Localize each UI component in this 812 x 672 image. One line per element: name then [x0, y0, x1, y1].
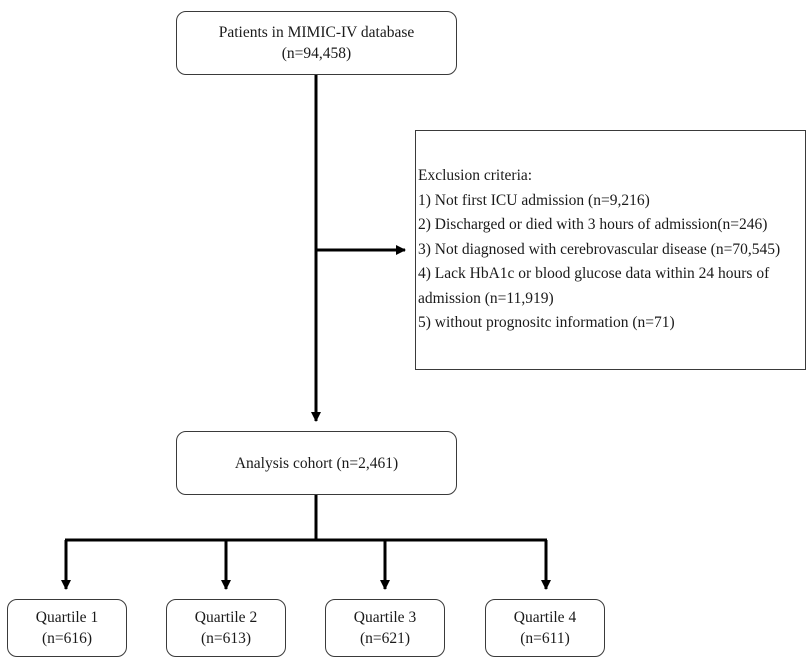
quartile-count: (n=616)	[41, 630, 93, 647]
source-population-box: Patients in MIMIC-IV database (n=94,458)	[176, 11, 457, 75]
exclusion-item: admission (n=11,919)	[418, 289, 554, 307]
quartile-label: Quartile 1	[35, 609, 99, 626]
source-population-label: Patients in MIMIC-IV database	[218, 24, 415, 41]
exclusion-item: 5) without prognositc information (n=71)	[418, 314, 675, 332]
quartile-label: Quartile 2	[194, 609, 258, 626]
quartile-2-box: Quartile 2 (n=613)	[166, 599, 286, 657]
quartile-label: Quartile 3	[353, 609, 417, 626]
exclusion-item: 4) Lack HbA1c or blood glucose data with…	[418, 265, 770, 283]
quartile-1-box: Quartile 1 (n=616)	[7, 599, 127, 657]
quartile-3-box: Quartile 3 (n=621)	[325, 599, 445, 657]
analysis-cohort-box: Analysis cohort (n=2,461)	[176, 431, 457, 495]
exclusion-item: 2) Discharged or died with 3 hours of ad…	[418, 216, 768, 234]
quartile-count: (n=613)	[200, 630, 252, 647]
quartile-count: (n=621)	[359, 630, 411, 647]
exclusion-item: 3) Not diagnosed with cerebrovascular di…	[418, 240, 781, 258]
source-population-count: (n=94,458)	[281, 45, 352, 62]
exclusion-criteria-box: Exclusion criteria: 1) Not first ICU adm…	[415, 130, 806, 370]
analysis-cohort-label: Analysis cohort (n=2,461)	[234, 454, 399, 472]
quartile-4-box: Quartile 4 (n=611)	[485, 599, 605, 657]
exclusion-item: 1) Not first ICU admission (n=9,216)	[418, 191, 650, 209]
quartile-count: (n=611)	[520, 630, 570, 647]
quartile-label: Quartile 4	[513, 609, 577, 626]
exclusion-title: Exclusion criteria:	[418, 167, 533, 185]
